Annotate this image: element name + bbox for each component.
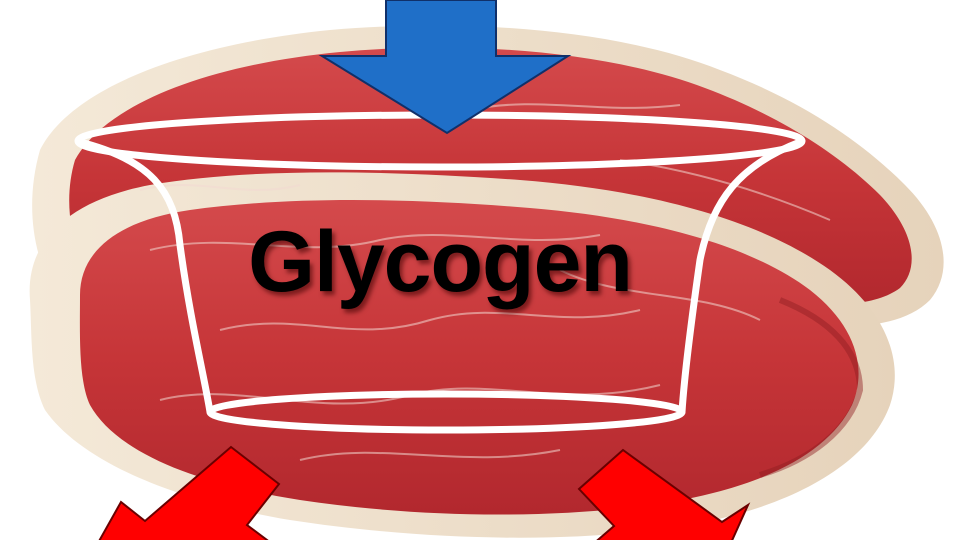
glycogen-label: Glycogen: [180, 212, 700, 312]
